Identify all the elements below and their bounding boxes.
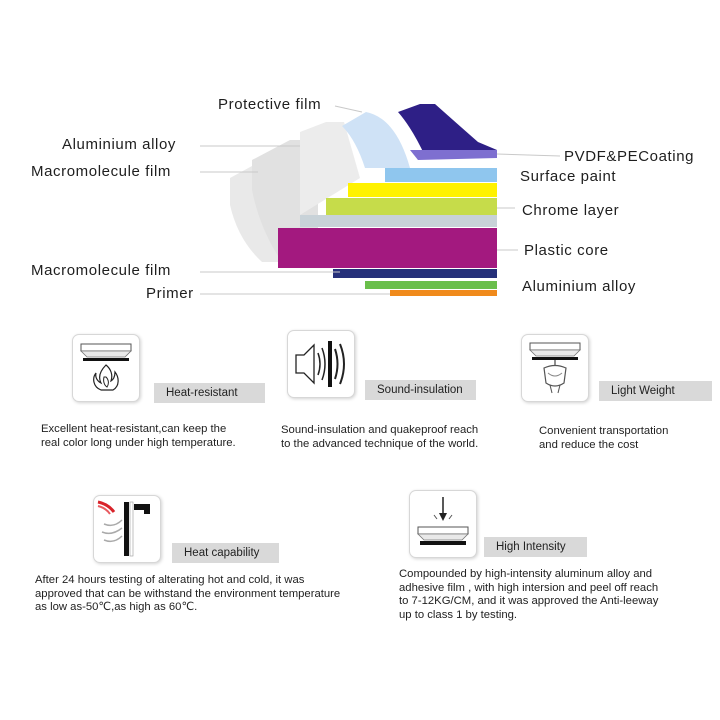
label-aluminium-alloy-top: Aluminium alloy	[62, 136, 177, 153]
thermal-panel-icon	[93, 495, 161, 563]
light-weight-tag: Light Weight	[599, 381, 712, 401]
sound-insulation-tag: Sound-insulation	[365, 380, 476, 400]
high-intensity-tag: High Intensity	[484, 537, 587, 557]
speaker-icon	[287, 330, 355, 398]
green-layer	[365, 281, 497, 289]
gray-sheet-front	[300, 122, 360, 215]
label-protective-film: Protective film	[218, 96, 322, 113]
label-plastic-core: Plastic core	[524, 242, 609, 259]
heat-capability-description: After 24 hours testing of alterating hot…	[35, 574, 341, 613]
label-pvdf-pe-coating: PVDF&PECoating	[564, 148, 695, 165]
navy-layer	[333, 269, 497, 278]
pvdf-coating-sheet	[398, 104, 497, 156]
leader-protective-film	[334, 105, 363, 113]
sound-insulation-description: Sound-insulation and quakeproof reach to…	[281, 424, 479, 450]
high-intensity-description: Compounded by high-intensity aluminum al…	[399, 568, 659, 621]
label-macromolecule-film-bottom: Macromolecule film	[31, 262, 171, 279]
leader-pvdf	[496, 153, 561, 157]
gray-band	[300, 215, 497, 227]
label-aluminium-alloy-bottom: Aluminium alloy	[522, 278, 637, 295]
flame-icon	[72, 334, 140, 402]
light-weight-description: Convenient transportation and reduce the…	[539, 425, 669, 451]
protective-film-sheet	[342, 112, 410, 168]
heat-capability-tag: Heat capability	[172, 543, 279, 563]
pvdf-coating-highlight	[410, 150, 497, 160]
chrome-layer-band	[326, 198, 497, 215]
yellow-layer	[348, 183, 497, 197]
layer-diagram	[200, 104, 561, 296]
pressure-icon	[409, 490, 477, 558]
label-surface-paint: Surface paint	[520, 168, 617, 185]
label-primer: Primer	[146, 285, 194, 302]
label-chrome-layer: Chrome layer	[522, 202, 620, 219]
balloon-icon	[521, 334, 589, 402]
plastic-core-layer	[278, 228, 497, 268]
label-macromolecule-film-top: Macromolecule film	[31, 163, 171, 180]
orange-layer	[390, 290, 497, 296]
heat-resistant-description: Excellent heat-resistant,can keep the re…	[41, 423, 236, 449]
heat-resistant-tag: Heat-resistant	[154, 383, 265, 403]
surface-paint-layer	[385, 168, 497, 182]
